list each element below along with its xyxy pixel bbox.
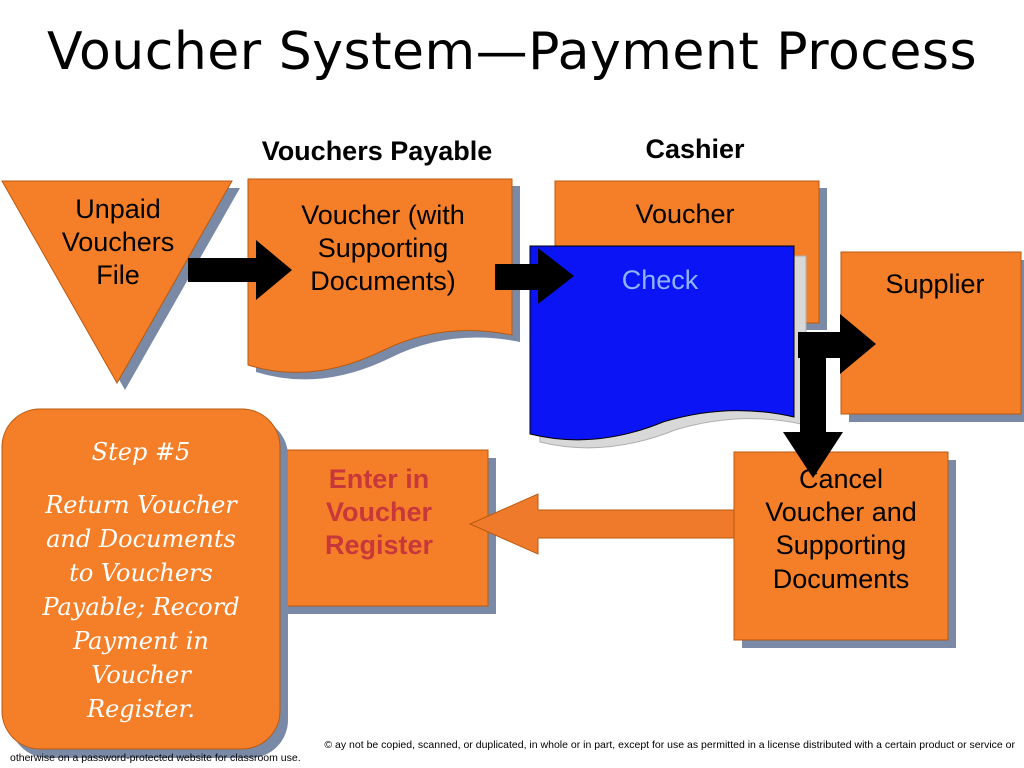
step-box	[1, 408, 281, 750]
footer-line-1: © ay not be copied, scanned, or duplicat…	[324, 739, 1015, 751]
unpaid-vouchers-file-label: Unpaid Vouchers File	[38, 193, 198, 293]
column-header-vouchers-payable: Vouchers Payable	[261, 136, 493, 166]
enter-register-line: Register	[324, 530, 434, 561]
cancel-label: Cancel Voucher and Supporting Documents	[738, 463, 944, 596]
step-line: Payable; Record	[42, 593, 240, 622]
step-line: Register.	[87, 695, 195, 724]
step-body: Return Voucher and Documents to Vouchers…	[12, 488, 270, 727]
enter-register-label: Enter in Voucher Register	[270, 463, 488, 563]
arrow-cancel-to-register	[468, 493, 735, 555]
unpaid-file-triangle	[1, 180, 233, 385]
check-doc-shape	[529, 245, 795, 441]
cancel-line: Voucher and	[765, 497, 917, 528]
voucher-docs-shape	[247, 178, 513, 373]
footer-line-2: otherwise on a password-protected websit…	[10, 752, 301, 765]
cancel-line: Cancel	[798, 464, 884, 494]
cancel-box	[733, 451, 949, 641]
voucher-docs-line: Supporting	[317, 233, 449, 264]
voucher-docs-line: Voucher (with	[301, 200, 465, 230]
step-line: and Documents	[46, 525, 236, 554]
supplier-box	[840, 251, 1022, 415]
enter-register-line: Voucher	[325, 497, 433, 528]
cancel-line: Supporting	[775, 530, 907, 561]
unpaid-file-line: Vouchers	[61, 227, 175, 258]
arrow-file-to-voucher	[188, 240, 292, 300]
cancel-line: Documents	[772, 563, 910, 594]
unpaid-file-line: File	[96, 260, 140, 291]
step-line: to Vouchers	[69, 559, 213, 588]
enter-register-line: Enter in	[328, 464, 430, 494]
voucher-docs-line: Documents)	[310, 266, 456, 297]
check-label: Check	[621, 265, 699, 295]
voucher-docs-label: Voucher (with Supporting Documents)	[262, 199, 504, 299]
unpaid-file-line: Unpaid	[75, 194, 161, 224]
arrow-check-to-supplier	[798, 314, 876, 374]
voucher-label: Voucher	[635, 199, 735, 229]
column-header-cashier: Cashier	[645, 134, 745, 164]
copyright-footer: © ay not be copied, scanned, or duplicat…	[10, 739, 1020, 765]
step-line: Voucher	[91, 661, 191, 690]
step-line: Return Voucher	[45, 491, 237, 519]
step-line: Payment in	[73, 627, 209, 656]
supplier-label: Supplier	[885, 269, 985, 299]
step-heading: Step #5	[91, 438, 191, 466]
arrow-voucher-to-check	[495, 248, 574, 304]
arrow-down-to-cancel	[783, 356, 843, 478]
page-title: Voucher System—Payment Process	[46, 22, 978, 82]
